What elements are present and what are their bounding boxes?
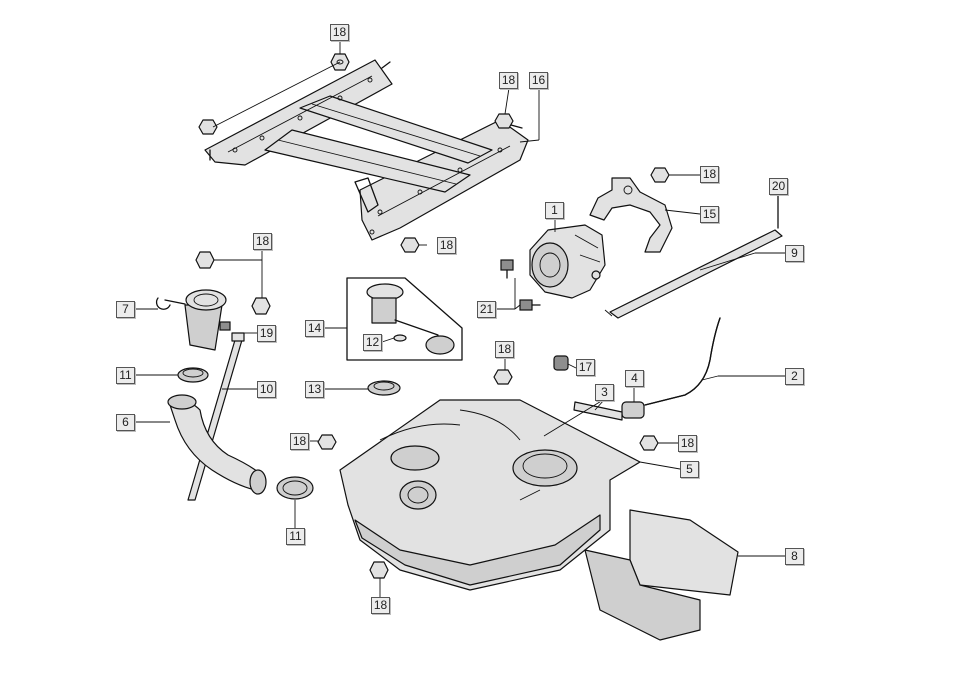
- hose-6: [167, 394, 267, 495]
- callout-10: 10: [257, 381, 276, 398]
- callout-12: 12: [363, 334, 382, 351]
- filler-neck-7: [155, 289, 231, 351]
- callout-11-bottom: 11: [286, 528, 305, 545]
- callout-18-filler: 18: [253, 233, 272, 250]
- nut-18-bracket: [650, 167, 670, 183]
- callout-2: 2: [785, 368, 804, 385]
- canister-1: [529, 224, 606, 299]
- callout-15: 15: [700, 206, 719, 223]
- callout-6: 6: [116, 414, 135, 431]
- callout-18-tank-left: 18: [290, 433, 309, 450]
- callout-20: 20: [769, 178, 788, 195]
- callout-5: 5: [680, 461, 699, 478]
- leader-lines: [135, 40, 785, 597]
- coupler-4: [621, 401, 645, 419]
- pipe-2: [644, 317, 721, 406]
- callout-3: 3: [595, 384, 614, 401]
- lock-ring-13: [367, 380, 401, 396]
- bolt-21-a: [500, 259, 514, 279]
- bracket-15: [589, 177, 673, 253]
- callout-18-bottom: 18: [371, 597, 390, 614]
- clamp-11-bottom: [276, 476, 314, 500]
- callout-7: 7: [116, 301, 135, 318]
- hose-3: [573, 401, 623, 421]
- bolt-21-b: [519, 299, 541, 311]
- callout-18-base: 18: [437, 237, 456, 254]
- frame-crossmember: [204, 59, 529, 241]
- fuel-tank-5: [339, 399, 641, 591]
- callout-13: 13: [305, 381, 324, 398]
- callout-16: 16: [529, 72, 548, 89]
- clamp-11-top: [177, 367, 209, 383]
- callout-14: 14: [305, 320, 324, 337]
- nut-18-frame-base: [400, 237, 420, 253]
- callout-19: 19: [257, 325, 276, 342]
- callout-8: 8: [785, 548, 804, 565]
- heat-shield-8: [584, 509, 739, 641]
- callout-1: 1: [545, 202, 564, 219]
- callout-18-tank-right: 18: [678, 435, 697, 452]
- nut-18-tank-left: [317, 434, 337, 450]
- nut-18-left: [198, 119, 218, 135]
- connector-17: [553, 355, 569, 371]
- nut-18-filler-a: [195, 251, 215, 269]
- callout-9: 9: [785, 245, 804, 262]
- callout-17: 17: [576, 359, 595, 376]
- callout-18-top: 18: [330, 24, 349, 41]
- callout-4: 4: [625, 370, 644, 387]
- nut-18-filler-b: [251, 297, 271, 315]
- callout-18-center: 18: [495, 341, 514, 358]
- callout-18-bracket: 18: [700, 166, 719, 183]
- rod-9: [604, 229, 783, 319]
- pump-module-14: [346, 277, 463, 361]
- callout-18-frame: 18: [499, 72, 518, 89]
- nut-18-bottom: [369, 561, 389, 579]
- callout-21: 21: [477, 301, 496, 318]
- nut-18-center: [493, 369, 513, 385]
- nut-18-tank-right: [639, 435, 659, 451]
- nut-18-mid: [494, 113, 514, 129]
- callout-11-top: 11: [116, 367, 135, 384]
